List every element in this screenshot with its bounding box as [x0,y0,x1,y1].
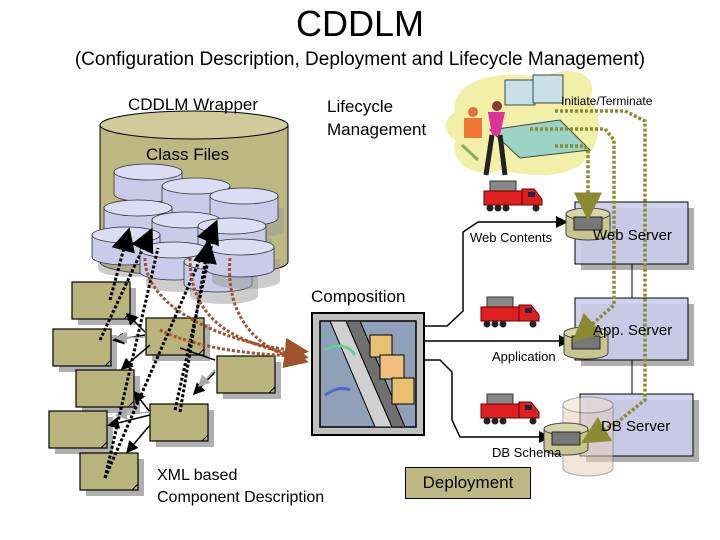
initiate-terminate-links [530,109,647,444]
diagram-subtitle: (Configuration Description, Deployment a… [74,49,646,70]
component-box [149,403,214,447]
server-label-db: DB Server [601,418,671,435]
component-box [75,369,140,413]
deliverable-label-db-schema: DB Schema [492,445,562,460]
truck-icon [480,393,540,425]
server-label-app: App. Server [593,322,673,339]
class-file-links [98,219,219,479]
diagram-title: CDDLM [295,3,424,44]
initiate-terminate-label: Initiate/Terminate [561,94,653,108]
wrapper-label: CDDLM Wrapper [128,95,259,114]
class-file-cylinder [205,238,280,289]
deliverable-canister-icon [543,422,589,456]
trucks-group [480,180,543,425]
xml-label-line2: Component Description [157,489,325,506]
component-box [48,410,113,454]
deployment-flow-lines [424,216,571,443]
composition-links [143,257,309,368]
truck-icon [480,296,540,328]
xml-label-line1: XML based [157,467,238,484]
component-arrows [107,312,216,454]
lifecycle-label-line2: Management [327,120,427,139]
component-box [71,281,136,325]
server-label-web: Web Server [593,227,672,244]
component-box [216,355,281,399]
lifecycle-label-line1: Lifecycle [327,97,394,116]
composition-icon [311,312,425,436]
component-descriptions [48,281,281,496]
deliverable-label-web-contents: Web Contents [470,230,553,245]
lifecycle-management-icon [445,70,599,176]
deployment-box: Deployment [405,467,531,499]
component-box [52,328,117,372]
component-box [79,452,144,496]
deliverable-label-application: Application [492,349,556,364]
composition-label: Composition [311,287,406,306]
truck-icon [483,180,543,212]
class-files-label: Class Files [146,145,230,164]
